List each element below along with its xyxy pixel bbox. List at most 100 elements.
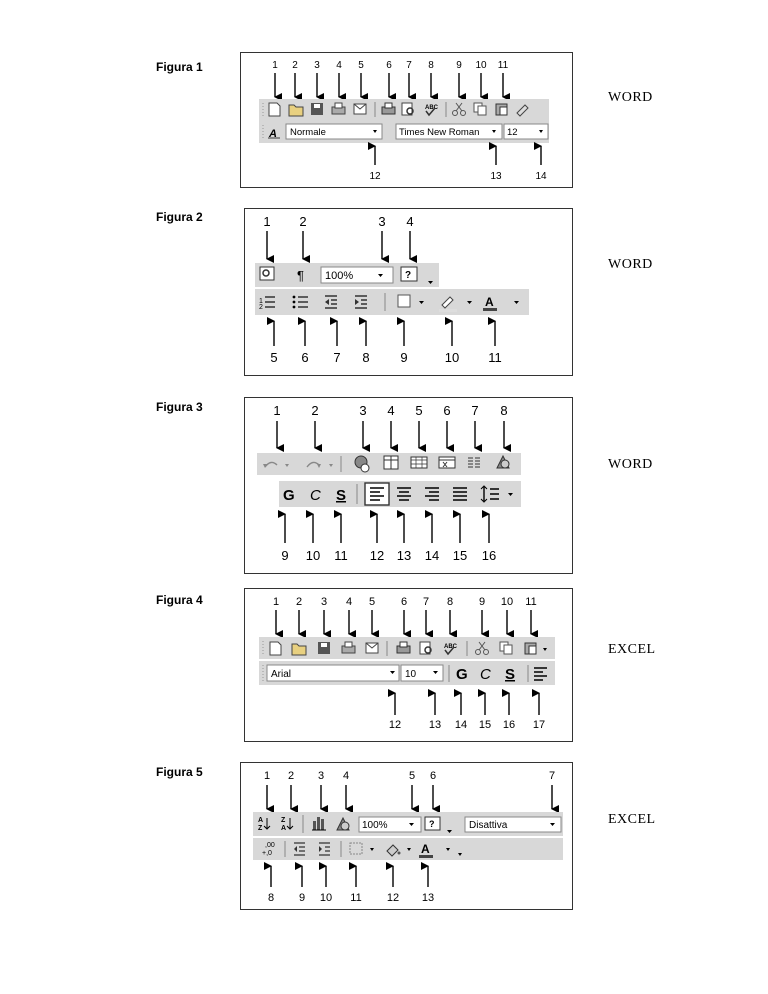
dropdown-arrow-icon[interactable] bbox=[428, 281, 433, 284]
dropdown-arrow-icon[interactable] bbox=[447, 830, 452, 833]
show-hide-formatting-icon[interactable]: ¶ bbox=[297, 268, 304, 283]
decrease-indent-icon[interactable] bbox=[294, 842, 305, 856]
font-dropdown[interactable] bbox=[266, 664, 400, 682]
dropdown-arrow-icon[interactable] bbox=[329, 464, 333, 467]
style-dropdown[interactable] bbox=[285, 123, 383, 140]
print-button-icon[interactable] bbox=[381, 102, 396, 115]
columns-icon[interactable] bbox=[468, 457, 480, 468]
callout-number: 9 bbox=[281, 548, 288, 563]
figure-2-diagram: 1 2 3 4 ¶ 100% ? 12 A 5 6 7 8 9 10 bbox=[255, 214, 529, 365]
justify-icon[interactable] bbox=[453, 487, 467, 501]
sort-descending-icon[interactable]: ZA bbox=[281, 817, 294, 832]
bold-button[interactable]: G bbox=[456, 666, 468, 683]
dropdown-arrow-icon[interactable] bbox=[285, 464, 289, 467]
copy-icon[interactable] bbox=[499, 641, 513, 655]
spell-check-icon[interactable]: ABC bbox=[425, 105, 439, 117]
document-map-icon[interactable] bbox=[259, 266, 275, 281]
paste-icon[interactable] bbox=[524, 642, 537, 655]
align-right-icon[interactable] bbox=[425, 487, 439, 501]
drawing-icon[interactable] bbox=[496, 454, 510, 469]
font-color-icon[interactable]: A bbox=[419, 842, 433, 858]
font-size-dropdown[interactable] bbox=[400, 664, 444, 682]
zoom-dropdown[interactable] bbox=[320, 266, 394, 284]
underline-button[interactable]: S bbox=[505, 666, 515, 683]
insert-table-icon[interactable] bbox=[410, 456, 428, 469]
dropdown-arrow-icon[interactable] bbox=[458, 853, 462, 856]
open-folder-icon[interactable] bbox=[288, 104, 304, 117]
undo-icon[interactable] bbox=[263, 461, 278, 468]
dropdown-arrow-icon[interactable] bbox=[407, 848, 411, 851]
mail-icon[interactable] bbox=[353, 103, 367, 115]
view-dropdown[interactable] bbox=[464, 816, 562, 833]
print-preview-icon[interactable] bbox=[401, 102, 414, 116]
print-button-icon[interactable] bbox=[396, 641, 411, 654]
help-icon[interactable]: ? bbox=[400, 266, 418, 282]
bulleted-list-icon[interactable] bbox=[292, 295, 308, 309]
dropdown-arrow-icon[interactable] bbox=[514, 301, 519, 304]
sort-ascending-icon[interactable]: AZ bbox=[258, 817, 271, 832]
print-icon[interactable] bbox=[331, 102, 346, 115]
styles-icon[interactable]: A bbox=[268, 128, 280, 140]
font-color-icon[interactable]: A bbox=[483, 295, 497, 311]
align-center-icon[interactable] bbox=[397, 487, 411, 501]
dropdown-arrow-icon[interactable] bbox=[373, 130, 377, 133]
dropdown-arrow-icon[interactable] bbox=[467, 301, 472, 304]
fill-color-icon[interactable] bbox=[386, 844, 401, 857]
format-painter-icon[interactable] bbox=[516, 104, 529, 117]
align-left-icon[interactable] bbox=[534, 667, 547, 681]
zoom-dropdown[interactable] bbox=[358, 816, 422, 833]
underline-button[interactable]: S bbox=[336, 487, 346, 504]
decrease-indent-icon[interactable] bbox=[325, 295, 337, 309]
figure-3-top-arrows bbox=[276, 421, 511, 452]
increase-indent-icon[interactable] bbox=[319, 842, 330, 856]
line-spacing-icon[interactable] bbox=[480, 485, 499, 503]
dropdown-arrow-icon[interactable] bbox=[543, 648, 547, 651]
font-size-dropdown[interactable] bbox=[503, 123, 549, 140]
new-document-icon[interactable] bbox=[269, 641, 282, 656]
drawing-icon[interactable] bbox=[336, 816, 350, 831]
copy-icon[interactable] bbox=[473, 102, 487, 116]
dropdown-arrow-icon[interactable] bbox=[550, 823, 555, 826]
increase-indent-icon[interactable] bbox=[355, 295, 367, 309]
dropdown-arrow-icon[interactable] bbox=[378, 274, 383, 277]
font-size-value: 12 bbox=[507, 127, 518, 138]
save-icon[interactable] bbox=[318, 642, 330, 654]
print-icon[interactable] bbox=[341, 641, 356, 654]
mail-icon[interactable] bbox=[365, 642, 379, 654]
dropdown-arrow-icon[interactable] bbox=[419, 301, 424, 304]
save-icon[interactable] bbox=[311, 103, 323, 115]
dropdown-arrow-icon[interactable] bbox=[446, 848, 450, 851]
dropdown-arrow-icon[interactable] bbox=[433, 671, 438, 674]
dropdown-arrow-icon[interactable] bbox=[370, 848, 374, 851]
hyperlink-icon[interactable] bbox=[354, 455, 370, 473]
redo-icon[interactable] bbox=[306, 461, 321, 468]
open-folder-icon[interactable] bbox=[291, 643, 307, 656]
help-icon[interactable]: ? bbox=[424, 816, 441, 831]
align-left-icon[interactable] bbox=[364, 482, 390, 506]
dropdown-arrow-icon[interactable] bbox=[508, 493, 513, 496]
chart-wizard-icon[interactable] bbox=[312, 817, 326, 831]
spell-check-icon[interactable]: ABC bbox=[444, 644, 458, 656]
dropdown-arrow-icon[interactable] bbox=[539, 130, 543, 133]
insert-excel-icon[interactable] bbox=[438, 456, 456, 469]
italic-button[interactable]: C bbox=[480, 666, 491, 683]
font-dropdown[interactable] bbox=[395, 123, 503, 140]
print-preview-icon[interactable] bbox=[419, 641, 432, 655]
decrease-decimal-icon[interactable]: ,00+,0 bbox=[262, 842, 275, 857]
borders-icon[interactable] bbox=[397, 294, 411, 308]
bold-button[interactable]: G bbox=[283, 487, 295, 504]
tables-borders-icon[interactable] bbox=[383, 455, 399, 470]
dropdown-arrow-icon[interactable] bbox=[409, 823, 414, 826]
highlight-icon[interactable] bbox=[439, 296, 457, 312]
callout-number: 5 bbox=[409, 770, 415, 782]
paste-icon[interactable] bbox=[495, 103, 508, 116]
new-document-icon[interactable] bbox=[268, 102, 281, 117]
numbered-list-icon[interactable]: 12 bbox=[259, 296, 275, 311]
cut-icon[interactable] bbox=[452, 102, 466, 116]
borders-icon[interactable] bbox=[349, 842, 363, 855]
dropdown-arrow-icon[interactable] bbox=[492, 130, 496, 133]
cut-icon[interactable] bbox=[475, 641, 489, 655]
italic-button[interactable]: C bbox=[310, 487, 321, 504]
dropdown-arrow-icon[interactable] bbox=[390, 671, 395, 674]
